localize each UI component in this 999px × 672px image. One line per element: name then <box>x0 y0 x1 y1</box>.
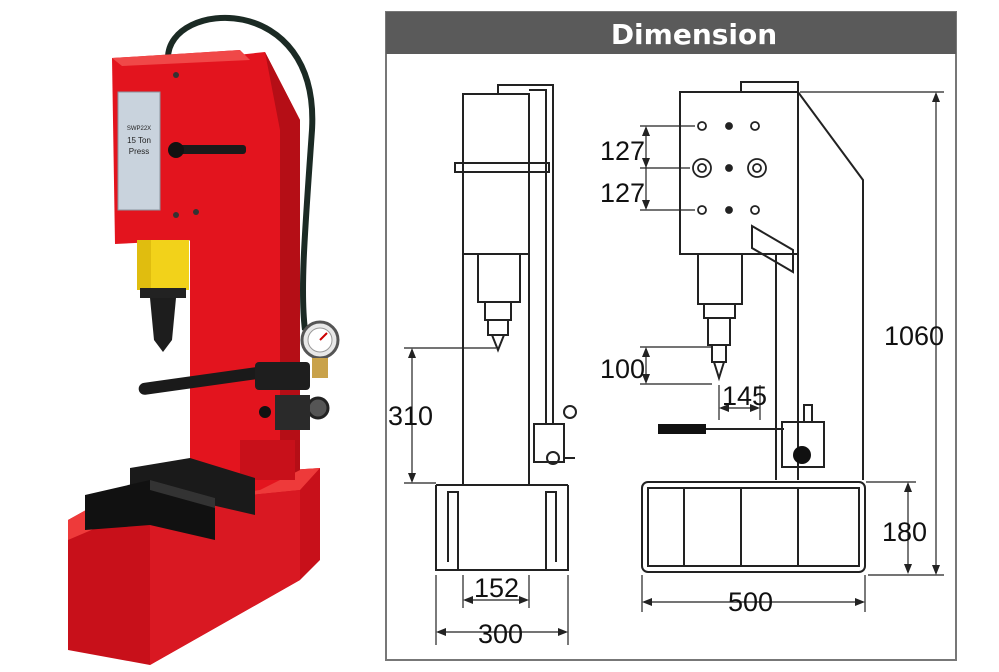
dim-310: 310 <box>388 401 433 431</box>
dim-145: 145 <box>722 381 767 411</box>
side-view <box>435 84 577 571</box>
bolt <box>193 209 199 215</box>
dim-127-lower: 127 <box>600 178 645 208</box>
product-photo: SWP22X 15 Ton Press <box>68 14 340 665</box>
dim-127-upper: 127 <box>600 136 645 166</box>
pump-lever <box>138 362 330 430</box>
pump-knob <box>793 446 811 464</box>
dim-152: 152 <box>474 573 519 603</box>
bolt <box>173 72 179 78</box>
plate-label-line2: 15 Ton <box>127 136 151 145</box>
pump-handle <box>658 424 706 434</box>
plate-label-line3: Press <box>129 147 149 156</box>
hydraulic-hose <box>165 14 316 331</box>
front-view <box>641 81 866 573</box>
v-blocks <box>85 458 255 540</box>
hydraulic-cylinder <box>137 240 189 352</box>
upper-handle <box>168 142 246 158</box>
dim-300: 300 <box>478 619 523 649</box>
dim-500: 500 <box>728 587 773 617</box>
header-title: Dimension <box>611 18 777 51</box>
dim-100: 100 <box>600 354 645 384</box>
bolt <box>173 212 179 218</box>
dim-180: 180 <box>882 517 927 547</box>
dim-1060: 1060 <box>884 321 944 351</box>
bolt-holes <box>692 121 767 215</box>
header-bar <box>386 12 956 54</box>
drawing-frame <box>385 11 957 661</box>
dimension-drawing: Dimension <box>385 11 957 661</box>
pressure-gauge <box>300 320 340 378</box>
dimension-arrows <box>408 92 940 636</box>
plate-label-line1: SWP22X <box>127 126 151 132</box>
